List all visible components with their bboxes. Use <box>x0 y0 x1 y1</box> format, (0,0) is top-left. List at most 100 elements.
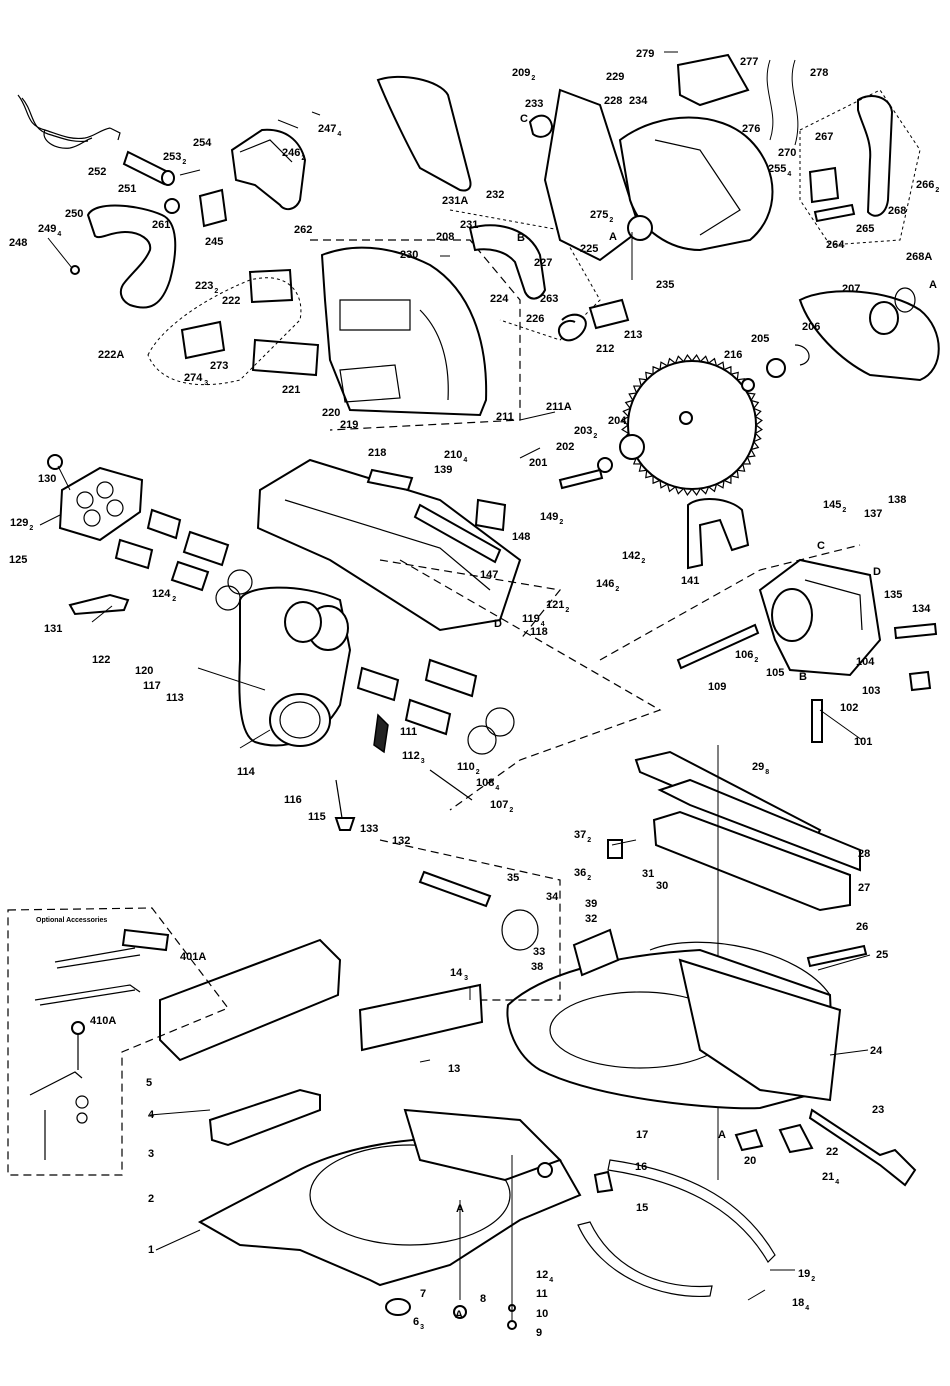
callout-label: 114 <box>237 766 256 778</box>
knob-part <box>47 454 63 470</box>
callout-label: 142 <box>622 550 640 562</box>
callout-label: 249 <box>38 223 56 235</box>
callout-label: 225 <box>580 243 598 255</box>
callout-label: 25 <box>876 949 888 961</box>
callout-label: 10 <box>536 1308 548 1320</box>
callout-subscript: 2 <box>509 807 513 814</box>
callout-label: 228 <box>604 95 622 107</box>
reference-letter: A <box>609 231 617 243</box>
callout-label: 221 <box>282 384 300 396</box>
cover-box-part <box>676 53 750 107</box>
callout-label: 36 <box>574 867 586 879</box>
spring-part <box>557 313 587 342</box>
callout-label: 149 <box>540 511 558 523</box>
callout-label: 222 <box>222 295 240 307</box>
rail-end-cap-part <box>58 466 144 542</box>
callout-label: 141 <box>681 575 699 587</box>
callout-subscript: 4 <box>495 785 499 792</box>
foot-part <box>453 1305 467 1319</box>
arm-casting-part <box>256 458 522 632</box>
callout-label: 119 <box>522 613 540 625</box>
carry-handle-part <box>687 498 750 570</box>
callout-label: 223 <box>195 280 213 292</box>
callout-label: 4 <box>148 1109 155 1121</box>
callout-label: 39 <box>585 898 597 910</box>
blade-wrench-part <box>121 928 170 952</box>
bolt-part <box>607 839 623 859</box>
callout-subscript: 2 <box>615 586 619 593</box>
callout-label: 138 <box>888 494 906 506</box>
callout-label: 108 <box>476 777 494 789</box>
callout-label: 216 <box>724 349 742 361</box>
callout-label: 30 <box>656 880 668 892</box>
callout-label: 267 <box>815 131 833 143</box>
callout-label: 230 <box>400 249 418 261</box>
lock-plate-part <box>366 468 414 492</box>
callout-subscript: 2 <box>476 769 480 776</box>
callout-label: 1 <box>148 1244 154 1256</box>
callout-label: 101 <box>854 736 872 748</box>
pivot-shaft-part <box>418 870 492 908</box>
callout-subscript: 4 <box>541 621 545 628</box>
callout-label: 18 <box>792 1297 804 1309</box>
miter-arm-part <box>678 958 842 1102</box>
callout-label: 22 <box>826 1146 838 1158</box>
callout-subscript: 3 <box>421 758 425 765</box>
callout-label: 16 <box>635 1161 647 1173</box>
mount-plate-part <box>180 320 226 360</box>
callout-label: 113 <box>166 692 184 704</box>
callout-label: 148 <box>512 531 530 543</box>
reference-letter: B <box>517 232 525 244</box>
callout-label: 104 <box>856 656 875 668</box>
callout-label: 233 <box>525 98 543 110</box>
callout-label: 34 <box>546 891 559 903</box>
callout-label: 7 <box>420 1288 426 1300</box>
callout-label: 207 <box>842 283 860 295</box>
callout-label: 9 <box>536 1327 542 1339</box>
callout-subscript: 4 <box>549 1277 553 1284</box>
callout-label: 248 <box>9 237 27 249</box>
table-bolt-part <box>806 944 868 968</box>
fence-extension-part <box>358 983 484 1052</box>
callout-label: 2 <box>148 1193 154 1205</box>
callout-label: 131 <box>44 623 62 635</box>
callout-label: 268A <box>906 251 932 263</box>
rail-tube-part <box>146 508 182 540</box>
callout-label: 246 <box>282 147 300 159</box>
callout-label: 219 <box>340 419 358 431</box>
callout-subscript: 2 <box>565 607 569 614</box>
callout-label: 235 <box>656 279 674 291</box>
callout-label: 13 <box>448 1063 460 1075</box>
callout-label: 250 <box>65 208 83 220</box>
link-arm-part <box>468 224 547 300</box>
callout-label: 401A <box>180 951 206 963</box>
callout-subscript: 4 <box>57 231 61 238</box>
callout-subscript: 4 <box>337 131 341 138</box>
callout-subscript: 2 <box>754 657 758 664</box>
callout-subscript: 4 <box>463 457 467 464</box>
callout-label: 133 <box>360 823 378 835</box>
reference-letter: C <box>520 113 528 125</box>
knob-cap-part <box>908 670 932 692</box>
fence-casting-part <box>159 938 342 1062</box>
callout-subscript: 4 <box>787 171 791 178</box>
callout-label: 268 <box>888 205 906 217</box>
callout-label: 227 <box>534 257 552 269</box>
callout-label: 278 <box>810 67 828 79</box>
clamp-block-part <box>778 1123 814 1154</box>
callout-label: 204 <box>608 415 627 427</box>
callout-label: 265 <box>856 223 874 235</box>
callout-subscript: 2 <box>641 558 645 565</box>
callout-label: 125 <box>9 554 27 566</box>
callout-label: 253 <box>163 151 181 163</box>
callout-label: 277 <box>740 56 758 68</box>
callout-label: 118 <box>530 626 548 638</box>
saw-blade-part <box>621 354 763 496</box>
label-plate-part <box>251 338 320 377</box>
callout-label: 3 <box>148 1148 154 1160</box>
stop-part <box>537 1162 553 1178</box>
support-bar-part <box>403 1108 562 1182</box>
base-rail-part <box>208 1088 321 1147</box>
callout-subscript: 2 <box>531 75 535 82</box>
